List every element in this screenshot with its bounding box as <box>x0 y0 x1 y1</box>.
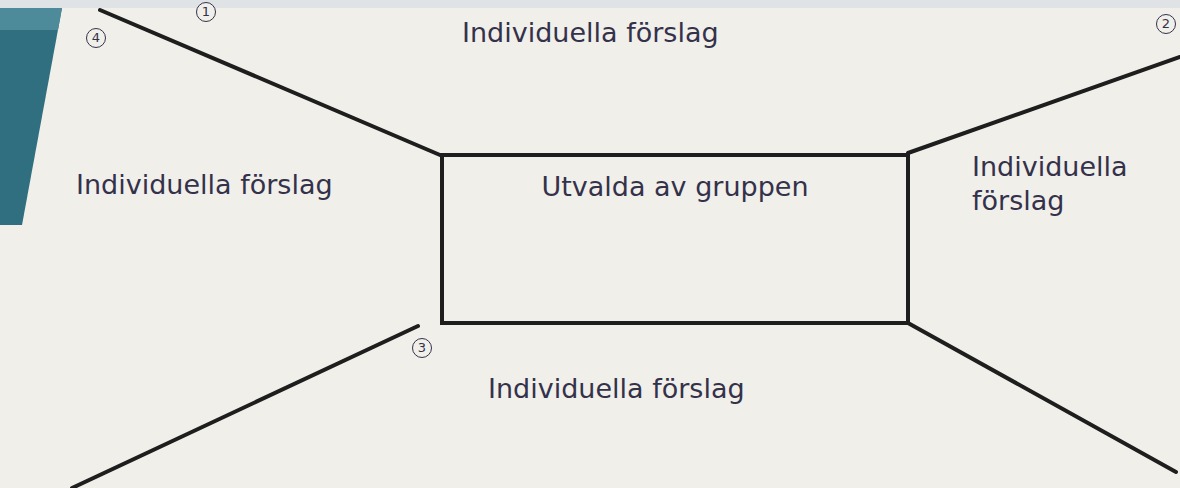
callout-number: 4 <box>86 28 106 48</box>
box-heading: Utvalda av gruppen <box>541 171 808 202</box>
group-box: Utvalda av gruppen <box>440 153 910 325</box>
divider-line <box>100 10 440 155</box>
divider-line <box>908 57 1180 153</box>
table-surface <box>0 0 1180 8</box>
table-surface <box>0 8 62 30</box>
area-label: Individuella förslag <box>462 16 719 50</box>
callout-number: 1 <box>196 2 216 22</box>
callout-number: 3 <box>412 338 432 358</box>
area-label: Individuella förslag <box>76 168 333 202</box>
area-label: Individuella förslag <box>488 372 745 406</box>
divider-line <box>72 326 418 488</box>
area-label: Individuella förslag <box>972 150 1162 218</box>
callout-number: 2 <box>1156 14 1176 34</box>
table-surface <box>0 8 62 225</box>
divider-line <box>908 323 1176 472</box>
